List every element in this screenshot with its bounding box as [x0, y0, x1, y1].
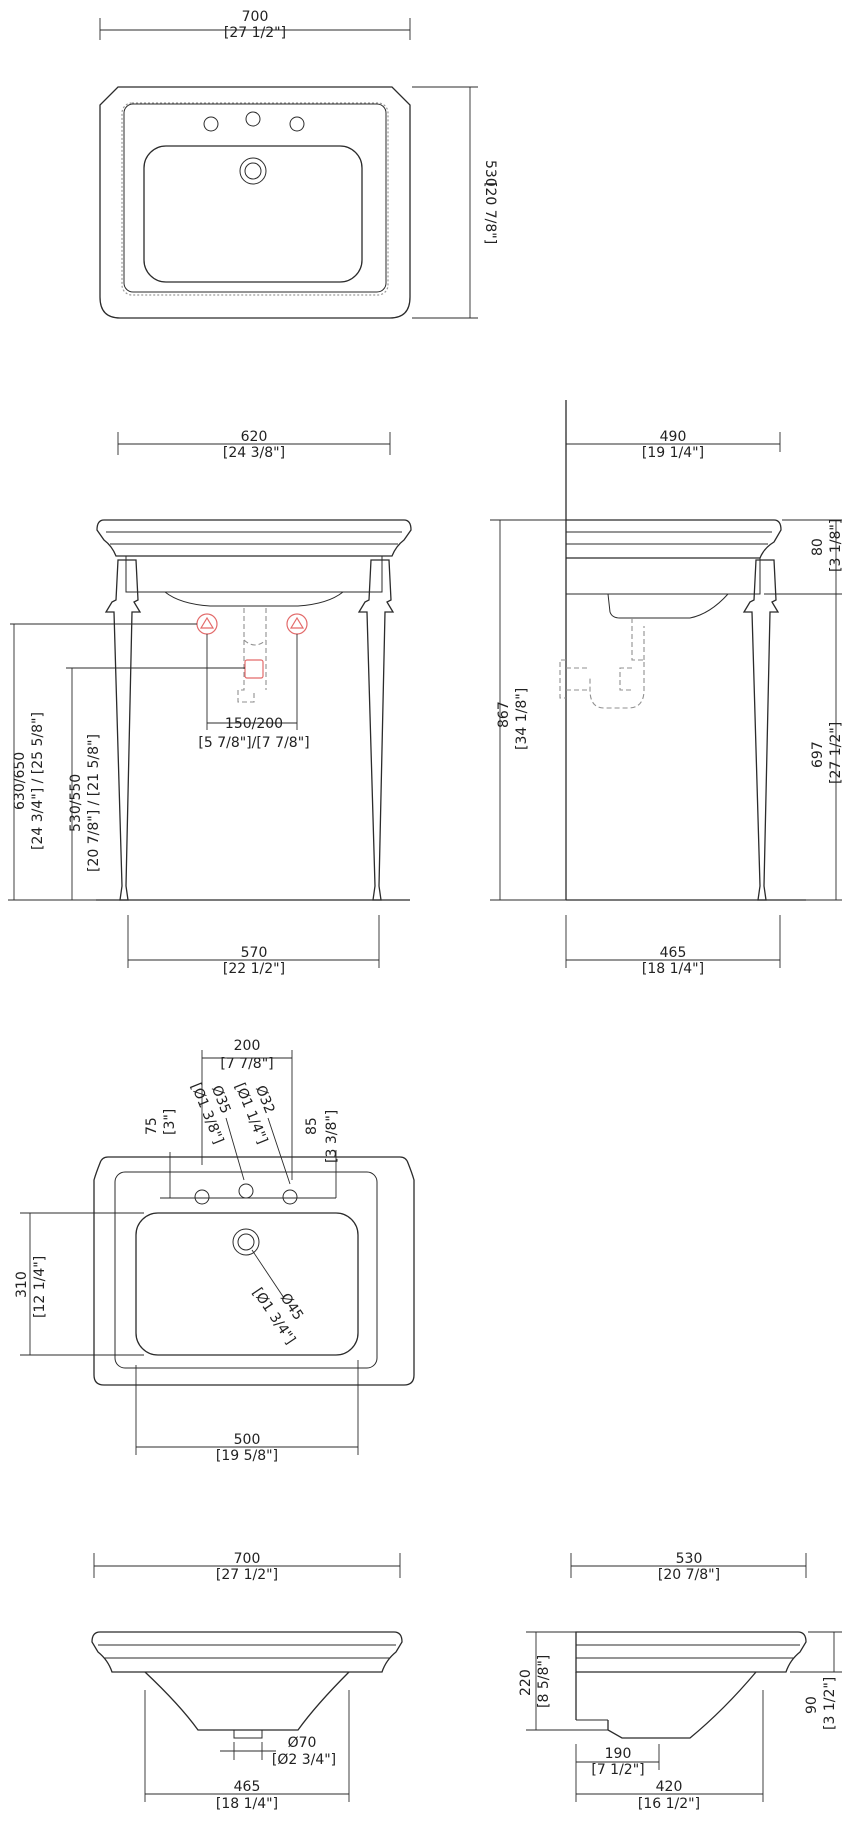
- front-leg-span-in: [22 1/2"]: [223, 961, 285, 977]
- bside-outlet-in: [7 1/2"]: [591, 1762, 644, 1778]
- bside-outlet-mm: 190: [605, 1746, 632, 1762]
- side-under-height-mm: 697: [810, 741, 826, 768]
- bfront-bowl-mm: 465: [234, 1779, 261, 1795]
- plan-tap-hole-centre: [238, 1183, 254, 1199]
- bfront-outlet: [233, 1730, 263, 1739]
- bfront-bowl-in: [18 1/4"]: [216, 1796, 278, 1812]
- plan-bowl-width-in: [19 5/8"]: [216, 1448, 278, 1464]
- plan-edge75-mm: 75: [144, 1117, 160, 1135]
- plan-edge85-in: [3 3/8"]: [324, 1110, 340, 1163]
- bside-height-in: [8 5/8"]: [536, 1655, 552, 1708]
- top-depth-in: [20 7/8"]: [482, 182, 498, 244]
- plan-tap-hole-right: [282, 1189, 298, 1205]
- basin-plan: 200 [7 7/8"] Ø35 [Ø1 3/8"] Ø32 [Ø1 1/4"]…: [14, 1038, 415, 1464]
- front-rim: [96, 519, 412, 557]
- side-depth-in: [19 1/4"]: [642, 445, 704, 461]
- front-waste-height-mm: 530/550: [68, 774, 84, 832]
- plan-tap-span-mm: 200: [234, 1038, 261, 1054]
- plan-edge85-mm: 85: [304, 1117, 320, 1135]
- side-bowl-underside: [607, 593, 729, 619]
- plan-edge75-in: [3"]: [162, 1109, 178, 1135]
- plan-waste-inner: [237, 1233, 255, 1251]
- front-view: 620 [24 3/8"] 150/200 [5 7/8"]/[7 7/8"] …: [8, 429, 412, 977]
- bfront-bowl: [144, 1671, 350, 1731]
- front-bowl-underside: [164, 591, 344, 607]
- top-depth-mm: 530: [482, 160, 498, 187]
- top-waste-outer: [239, 157, 267, 185]
- plan-bowl: [135, 1212, 359, 1356]
- top-width-in: [27 1/2"]: [224, 25, 286, 41]
- side-view: 490 [19 1/4"] 867 [34 1/8"] 80 [3 1/8"] …: [490, 400, 844, 977]
- front-tap-spacing-in: [5 7/8"]/[7 7/8"]: [198, 735, 309, 751]
- top-tap-hole-centre: [245, 111, 261, 127]
- side-total-height-mm: 867: [496, 701, 512, 728]
- side-under-height-in: [27 1/2"]: [828, 722, 844, 784]
- side-apron: [565, 558, 761, 595]
- bfront-outlet-mm: Ø70: [288, 1735, 317, 1751]
- front-tap-spacing-mm: 150/200: [225, 716, 283, 732]
- top-outline: [99, 86, 411, 319]
- plan-bowl-depth-mm: 310: [14, 1271, 30, 1298]
- plan-bowl-depth-in: [12 1/4"]: [32, 1256, 48, 1318]
- front-supply-height-in: [24 3/4"] / [25 5/8"]: [30, 712, 46, 850]
- bside-bowl-in: [16 1/2"]: [638, 1796, 700, 1812]
- top-inner-rim: [121, 102, 389, 296]
- side-rim-mm: 80: [810, 538, 826, 556]
- top-view: 700 [27 1/2"] 530 [20 7/8"]: [99, 9, 498, 319]
- bside-rim: [575, 1631, 807, 1673]
- side-depth-mm: 490: [660, 429, 687, 445]
- top-waste-inner: [244, 162, 262, 180]
- side-rim-in: [3 1/8"]: [828, 519, 844, 572]
- bfront-rim: [91, 1631, 403, 1673]
- side-rim: [566, 519, 782, 559]
- front-waste-height-in: [20 7/8"] / [21 5/8"]: [86, 734, 102, 872]
- bfront-width-in: [27 1/2"]: [216, 1567, 278, 1583]
- plan-bowl-width-mm: 500: [234, 1432, 261, 1448]
- bside-depth-mm: 530: [676, 1551, 703, 1567]
- bside-rim-mm: 90: [804, 1696, 820, 1714]
- side-leg: [742, 559, 780, 901]
- top-bowl: [143, 145, 363, 283]
- front-trap: [237, 608, 267, 703]
- bside-rim-in: [3 1/2"]: [822, 1677, 838, 1730]
- front-leg-right: [357, 559, 395, 901]
- front-leg-span-mm: 570: [241, 945, 268, 961]
- basin-side: 530 [20 7/8"] 220 [8 5/8"] 90 [3 1/2"] 1…: [518, 1551, 842, 1812]
- bside-bowl-mm: 420: [656, 1779, 683, 1795]
- plan-waste-outer: [232, 1228, 260, 1256]
- front-top-width-in: [24 3/8"]: [223, 445, 285, 461]
- top-tap-hole-right: [289, 116, 305, 132]
- side-leg-depth-mm: 465: [660, 945, 687, 961]
- bfront-width-mm: 700: [234, 1551, 261, 1567]
- bside-bowl: [575, 1671, 757, 1739]
- top-width-mm: 700: [242, 9, 269, 25]
- plan-outline: [93, 1156, 415, 1386]
- front-apron: [125, 555, 383, 593]
- bside-depth-in: [20 7/8"]: [658, 1567, 720, 1583]
- bfront-outlet-in: [Ø2 3/4"]: [272, 1752, 336, 1768]
- front-leg-left: [104, 559, 142, 901]
- side-leg-depth-in: [18 1/4"]: [642, 961, 704, 977]
- front-top-width-mm: 620: [241, 429, 268, 445]
- side-total-height-in: [34 1/8"]: [514, 688, 530, 750]
- front-supply-height-mm: 630/650: [12, 752, 28, 810]
- side-trap: [566, 618, 645, 709]
- basin-front: 700 [27 1/2"] Ø70 [Ø2 3/4"] 465 [18 1/4"…: [91, 1551, 403, 1812]
- plan-tap-hole-left: [194, 1189, 210, 1205]
- top-deck: [123, 103, 387, 293]
- top-tap-hole-left: [203, 116, 219, 132]
- plan-tap-span-in: [7 7/8"]: [220, 1056, 273, 1072]
- plan-deck: [114, 1171, 378, 1369]
- bside-height-mm: 220: [518, 1669, 534, 1696]
- front-trap-outlet: [244, 659, 264, 679]
